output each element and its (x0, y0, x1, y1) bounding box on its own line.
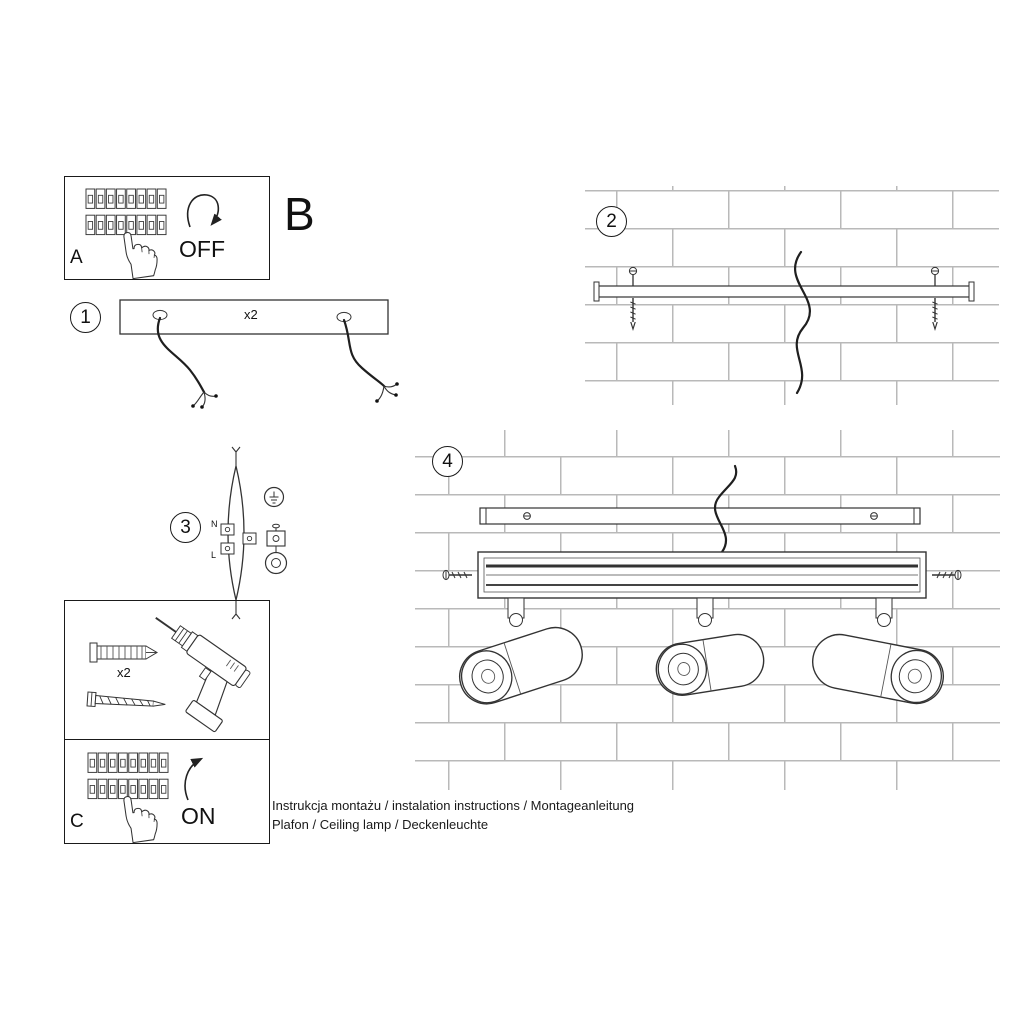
step2-illustration (585, 186, 999, 405)
panel-a-label: A (70, 247, 83, 268)
footer-line-2: Plafon / Ceiling lamp / Deckenleuchte (272, 817, 489, 832)
wall-plug-icon (89, 642, 158, 663)
spot-joint (696, 597, 714, 627)
tools-illustration (86, 617, 251, 733)
lamp-track (477, 551, 927, 599)
step-3-badge: 3 (170, 512, 201, 543)
wire-live-label: L (211, 550, 217, 560)
step-4-number: 4 (442, 450, 453, 472)
curved-arrow-down-icon (186, 194, 222, 228)
footer-line-1: Instrukcja montażu / instalation instruc… (272, 798, 635, 813)
spotlight-head-left (459, 626, 583, 705)
bar-end-left (593, 281, 600, 302)
mounting-bar (596, 285, 972, 298)
step1-illustration (119, 299, 399, 409)
hanging-cable (794, 250, 811, 395)
panel-a-box (64, 176, 270, 280)
ground-terminal (264, 523, 288, 575)
side-screw-right (932, 569, 962, 581)
on-label: ON (181, 803, 216, 829)
spotlight-head-middle (655, 633, 765, 696)
curved-arrow-up-icon (184, 757, 204, 801)
section-b-label: B (284, 188, 315, 240)
screw-icon (628, 266, 638, 286)
lamp-cable (713, 464, 738, 554)
power-off-illustration (86, 189, 222, 280)
power-on-illustration (88, 753, 204, 844)
step-1-badge: 1 (70, 302, 101, 333)
step-2-badge: 2 (596, 206, 627, 237)
step4-illustration (415, 430, 1000, 790)
spotlight-head-right (812, 633, 944, 705)
mounting-bar (479, 507, 921, 525)
panel-c-label: C (70, 811, 84, 832)
bar-end-right (968, 281, 975, 302)
step-4-badge: 4 (432, 446, 463, 477)
power-wire-right (342, 318, 399, 403)
ground-symbol (263, 486, 285, 508)
screw-icon (86, 691, 166, 708)
step-1-number: 1 (80, 306, 91, 328)
panel-c-box (64, 739, 270, 844)
drill-icon (155, 617, 251, 733)
tools-box (64, 600, 270, 740)
off-label: OFF (179, 236, 225, 262)
spot-joint (875, 597, 893, 627)
step-3-number: 3 (180, 516, 191, 538)
anchor-quantity-label: x2 (117, 665, 131, 680)
screw-icon (930, 266, 940, 286)
power-wire-left (156, 316, 218, 409)
step-2-number: 2 (606, 210, 617, 232)
side-screw-left (442, 569, 472, 581)
terminal-block (220, 523, 257, 555)
plate-quantity-label: x2 (244, 307, 258, 322)
step3-illustration (220, 446, 288, 620)
spot-joint (507, 597, 525, 627)
wire-neutral-label: N (211, 519, 218, 529)
